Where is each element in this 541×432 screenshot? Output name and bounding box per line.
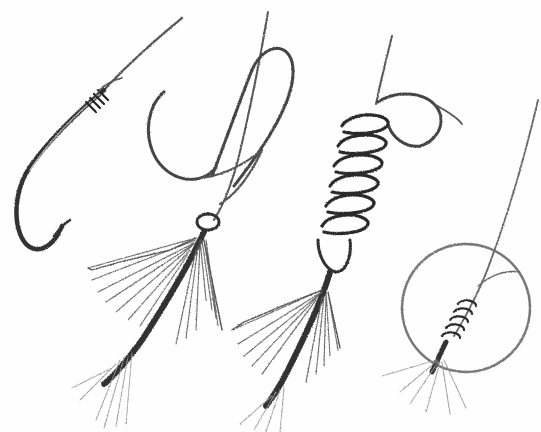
line-curl-inner xyxy=(200,150,262,204)
line-curl xyxy=(148,92,216,179)
loop-knot xyxy=(212,48,293,186)
leader-line xyxy=(214,12,268,220)
fly-body xyxy=(104,232,204,384)
hook-barb xyxy=(54,220,70,236)
fly-tail xyxy=(382,360,466,414)
fishing-hook-icon xyxy=(16,18,182,249)
line-tag xyxy=(434,104,462,124)
leader-line xyxy=(376,36,392,104)
wet-fly-icon xyxy=(232,36,462,432)
fly-hackle xyxy=(88,238,222,344)
knot-coils xyxy=(322,115,388,234)
fly-body xyxy=(266,272,330,406)
hook-eye xyxy=(197,214,219,230)
hook-eye xyxy=(318,240,350,272)
wet-fly-icon xyxy=(72,12,293,428)
magnifier-circle-icon xyxy=(382,100,538,414)
